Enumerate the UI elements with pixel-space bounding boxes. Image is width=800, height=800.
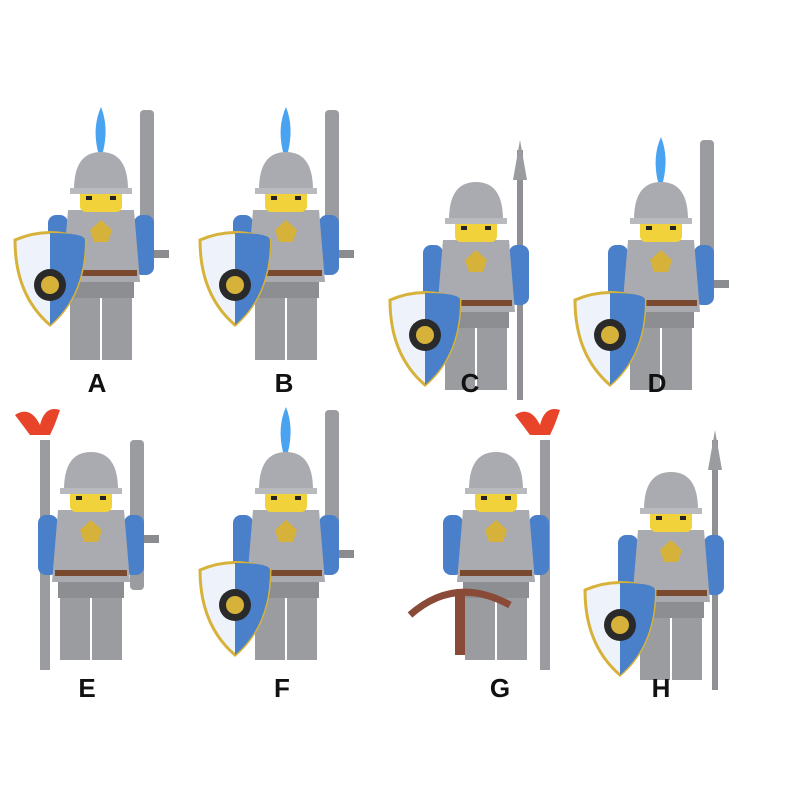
lion-shield <box>573 291 647 387</box>
lion-shield <box>198 231 272 327</box>
figure-label: C <box>460 368 480 398</box>
minifigure-f <box>195 400 375 670</box>
minifigure-h <box>580 420 760 690</box>
figure-label: G <box>489 673 511 703</box>
figure-label: A <box>87 368 107 398</box>
figure-label: H <box>651 673 671 703</box>
minifigure-d <box>570 130 750 400</box>
lion-shield <box>583 581 657 677</box>
minifigure-b <box>195 100 375 370</box>
lion-shield <box>198 561 272 657</box>
crossbow <box>407 588 512 655</box>
lion-shield <box>13 231 87 327</box>
figure-label: B <box>274 368 294 398</box>
figure-label: F <box>274 673 290 703</box>
minifigure-e <box>0 400 180 670</box>
figure-label: E <box>78 673 96 703</box>
figure-label: D <box>647 368 667 398</box>
lion-shield <box>388 291 462 387</box>
minifigure-g <box>405 400 585 670</box>
minifigure-c <box>385 130 565 400</box>
minifigure-a <box>10 100 190 370</box>
